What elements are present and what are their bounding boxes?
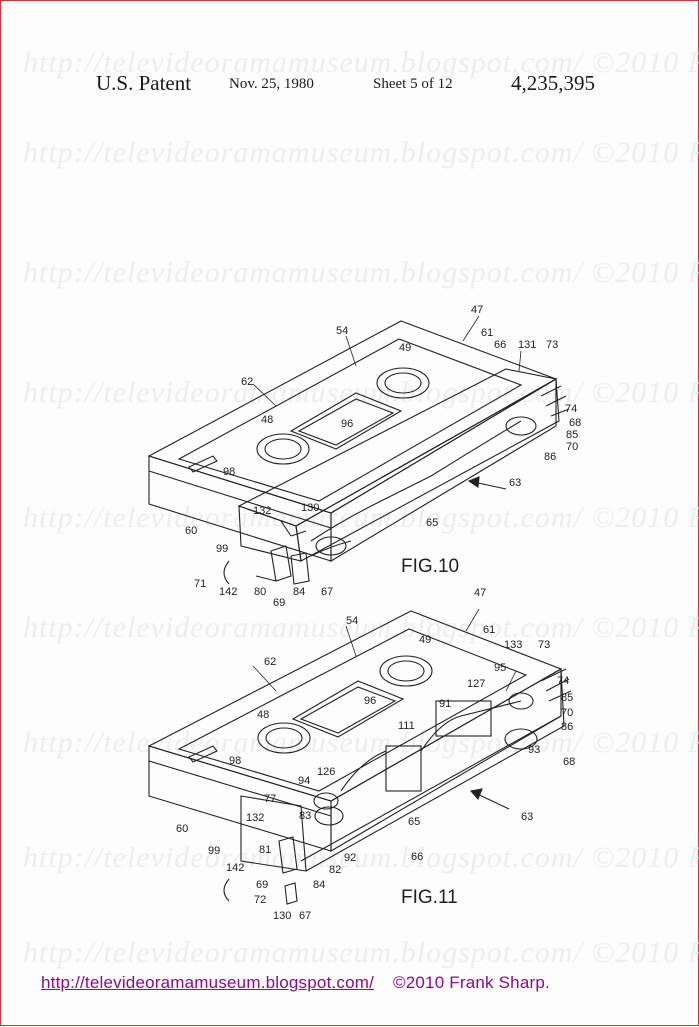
ref-label: 63 bbox=[521, 811, 533, 823]
ref-label: 142 bbox=[219, 586, 237, 598]
fig10-cassette bbox=[147, 320, 570, 585]
ref-label: 63 bbox=[509, 477, 521, 489]
ref-label: 67 bbox=[299, 910, 311, 922]
copyright-text: ©2010 Frank Sharp. bbox=[393, 973, 550, 992]
ref-label: 84 bbox=[313, 879, 325, 891]
ref-label: 66 bbox=[494, 339, 506, 351]
ref-label: 74 bbox=[565, 403, 577, 415]
ref-label: 61 bbox=[483, 624, 495, 636]
ref-label: 98 bbox=[223, 466, 235, 478]
ref-label: 130 bbox=[301, 502, 319, 514]
ref-label: 111 bbox=[398, 720, 415, 732]
ref-label: 66 bbox=[411, 851, 423, 863]
ref-label: 86 bbox=[544, 451, 556, 463]
ref-label: 99 bbox=[208, 845, 220, 857]
ref-label: 85 bbox=[566, 429, 578, 441]
ref-label: 84 bbox=[293, 586, 305, 598]
ref-label: 65 bbox=[426, 517, 438, 529]
ref-label: 94 bbox=[298, 775, 310, 787]
watermark-line: http://televideoramamuseum.blogspot.com/… bbox=[23, 611, 699, 644]
blog-link[interactable]: http://televideoramamuseum.blogspot.com/ bbox=[41, 973, 375, 992]
ref-label: 60 bbox=[185, 525, 197, 537]
ref-label: 74 bbox=[557, 675, 569, 687]
patent-number: 4,235,395 bbox=[511, 71, 595, 95]
sheet-number: Sheet 5 of 12 bbox=[373, 76, 453, 92]
ref-label: 130 bbox=[273, 910, 291, 922]
watermark-line: http://televideoramamuseum.blogspot.com/… bbox=[23, 726, 699, 759]
ref-label: 99 bbox=[216, 543, 228, 555]
watermark-line: http://televideoramamuseum.blogspot.com/… bbox=[23, 841, 699, 874]
ref-label: 61 bbox=[481, 327, 493, 339]
ref-label: 93 bbox=[528, 744, 540, 756]
ref-label: 47 bbox=[471, 304, 483, 316]
ref-label: 127 bbox=[467, 678, 485, 690]
ref-label: 70 bbox=[566, 441, 578, 453]
ref-label: 48 bbox=[257, 709, 269, 721]
fig10-labels: 47 54 61 49 66 131 73 62 74 68 48 96 85 … bbox=[185, 304, 581, 609]
ref-label: 95 bbox=[494, 662, 506, 674]
ref-label: 96 bbox=[341, 418, 353, 430]
watermark-line: http://televideoramamuseum.blogspot.com/… bbox=[23, 256, 699, 289]
ref-label: 54 bbox=[346, 615, 358, 627]
ref-label: 65 bbox=[408, 816, 420, 828]
ref-label: 80 bbox=[254, 586, 266, 598]
footer-credit: http://televideoramamuseum.blogspot.com/… bbox=[41, 973, 550, 993]
ref-label: 142 bbox=[226, 862, 244, 874]
ref-label: 82 bbox=[329, 864, 341, 876]
watermark-line: http://televideoramamuseum.blogspot.com/… bbox=[23, 46, 699, 79]
ref-label: 131 bbox=[518, 339, 536, 351]
ref-label: 133 bbox=[504, 639, 522, 651]
fig11-cassette bbox=[147, 610, 572, 905]
ref-label: 69 bbox=[256, 879, 268, 891]
ref-label: 49 bbox=[419, 634, 431, 646]
ref-label: 81 bbox=[259, 844, 271, 856]
patent-date: Nov. 25, 1980 bbox=[229, 76, 314, 92]
ref-label: 98 bbox=[229, 755, 241, 767]
ref-label: 77 bbox=[264, 793, 276, 805]
ref-label: 132 bbox=[253, 505, 271, 517]
ref-label: 68 bbox=[569, 417, 581, 429]
ref-label: 92 bbox=[344, 852, 356, 864]
patent-label: U.S. Patent bbox=[96, 71, 192, 95]
watermark-line: http://televideoramamuseum.blogspot.com/… bbox=[23, 376, 699, 409]
leader-lines bbox=[252, 315, 522, 692]
ref-label: 126 bbox=[317, 766, 335, 778]
ref-label: 67 bbox=[321, 586, 333, 598]
ref-label: 62 bbox=[264, 656, 276, 668]
figure-caption: FIG.11 bbox=[401, 887, 458, 908]
ref-label: 132 bbox=[246, 812, 264, 824]
ref-label: 85 bbox=[561, 692, 573, 704]
ref-label: 54 bbox=[336, 325, 348, 337]
ref-label: 62 bbox=[241, 376, 253, 388]
ref-label: 91 bbox=[439, 698, 451, 710]
ref-label: 73 bbox=[546, 339, 558, 351]
ref-label: 49 bbox=[399, 342, 411, 354]
ref-label: 48 bbox=[261, 414, 273, 426]
ref-label: 96 bbox=[364, 695, 376, 707]
ref-label: 72 bbox=[254, 894, 266, 906]
ref-label: 68 bbox=[563, 756, 575, 768]
ref-label: 83 bbox=[299, 810, 311, 822]
ref-label: 73 bbox=[538, 639, 550, 651]
watermark-line: http://televideoramamuseum.blogspot.com/… bbox=[23, 136, 699, 169]
ref-label: 70 bbox=[561, 707, 573, 719]
ref-label: 71 bbox=[194, 578, 206, 590]
ref-label: 69 bbox=[273, 597, 285, 609]
watermark-line: http://televideoramamuseum.blogspot.com/… bbox=[23, 936, 699, 969]
ref-label: 47 bbox=[474, 587, 486, 599]
ref-label: 60 bbox=[176, 823, 188, 835]
figure-caption: FIG.10 bbox=[401, 556, 459, 577]
ref-label: 86 bbox=[561, 721, 573, 733]
fig11-labels: 47 54 61 133 73 62 49 95 74 127 85 91 70… bbox=[176, 587, 575, 922]
